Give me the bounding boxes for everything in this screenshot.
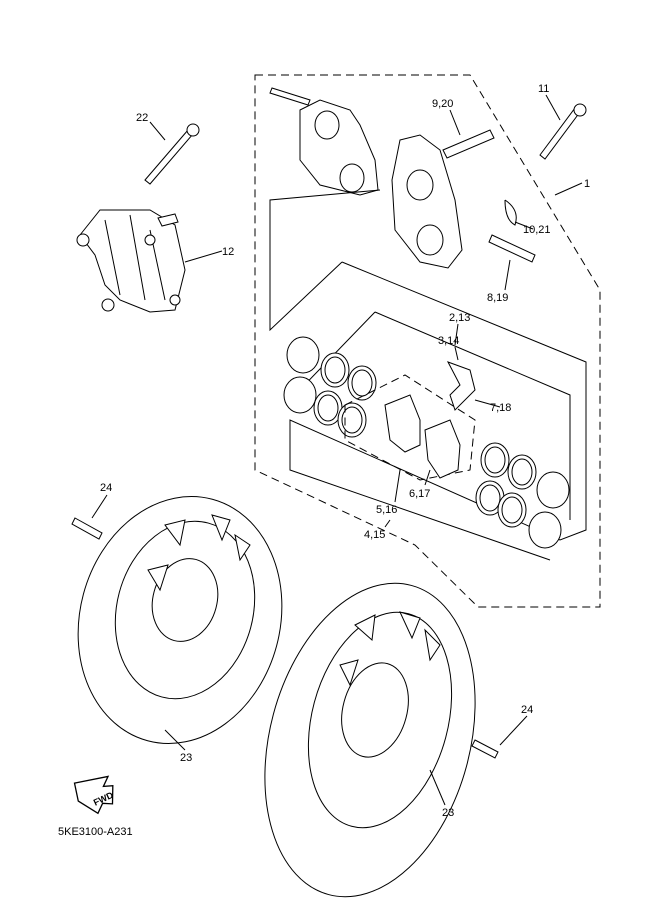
forward-arrow-icon: FWD [73, 775, 115, 815]
bolt-top [269, 87, 311, 106]
pad-spring [446, 361, 476, 411]
caliper-half-outer [299, 99, 379, 196]
callout-24-left: 24 [100, 482, 112, 494]
callout-23-right: 23 [442, 807, 454, 819]
brake-pads [384, 394, 461, 479]
callout-5-16: 5,16 [376, 504, 397, 516]
callout-9-20: 9,20 [432, 98, 453, 110]
callout-7-18: 7,18 [490, 402, 511, 414]
leader-lines [91, 94, 583, 806]
diagram-code: 5KE3100-A231 [58, 826, 133, 838]
callout-3-14: 3,14 [438, 335, 459, 347]
caliper-half-inner [391, 134, 463, 269]
callout-4-15: 4,15 [364, 529, 385, 541]
callout-10-21: 10,21 [523, 224, 551, 236]
bolt-22 [144, 123, 200, 185]
pin-clip [504, 199, 517, 226]
callout-8-19: 8,19 [487, 292, 508, 304]
callout-23-left: 23 [180, 752, 192, 764]
callout-22: 22 [136, 112, 148, 124]
callout-11: 11 [538, 83, 549, 95]
callout-24-right: 24 [521, 704, 533, 716]
pistons-seals-left [283, 336, 377, 438]
brake-disc-right [264, 582, 476, 898]
callout-2-13: 2,13 [449, 312, 470, 324]
callout-12: 12 [222, 246, 234, 258]
caliper-left [76, 209, 186, 313]
callout-1: 1 [584, 178, 590, 190]
disc-bolt-right [471, 739, 499, 759]
brake-disc-left [77, 496, 283, 744]
bolt-11 [539, 103, 587, 160]
bleed-screw [442, 129, 495, 159]
seal-kit-box-outer [269, 189, 587, 561]
pad-pin [488, 234, 536, 263]
disc-bolt-left [71, 517, 103, 540]
pad-box [344, 374, 476, 481]
pistons-seals-right [475, 442, 570, 549]
callout-6-17: 6,17 [409, 488, 430, 500]
